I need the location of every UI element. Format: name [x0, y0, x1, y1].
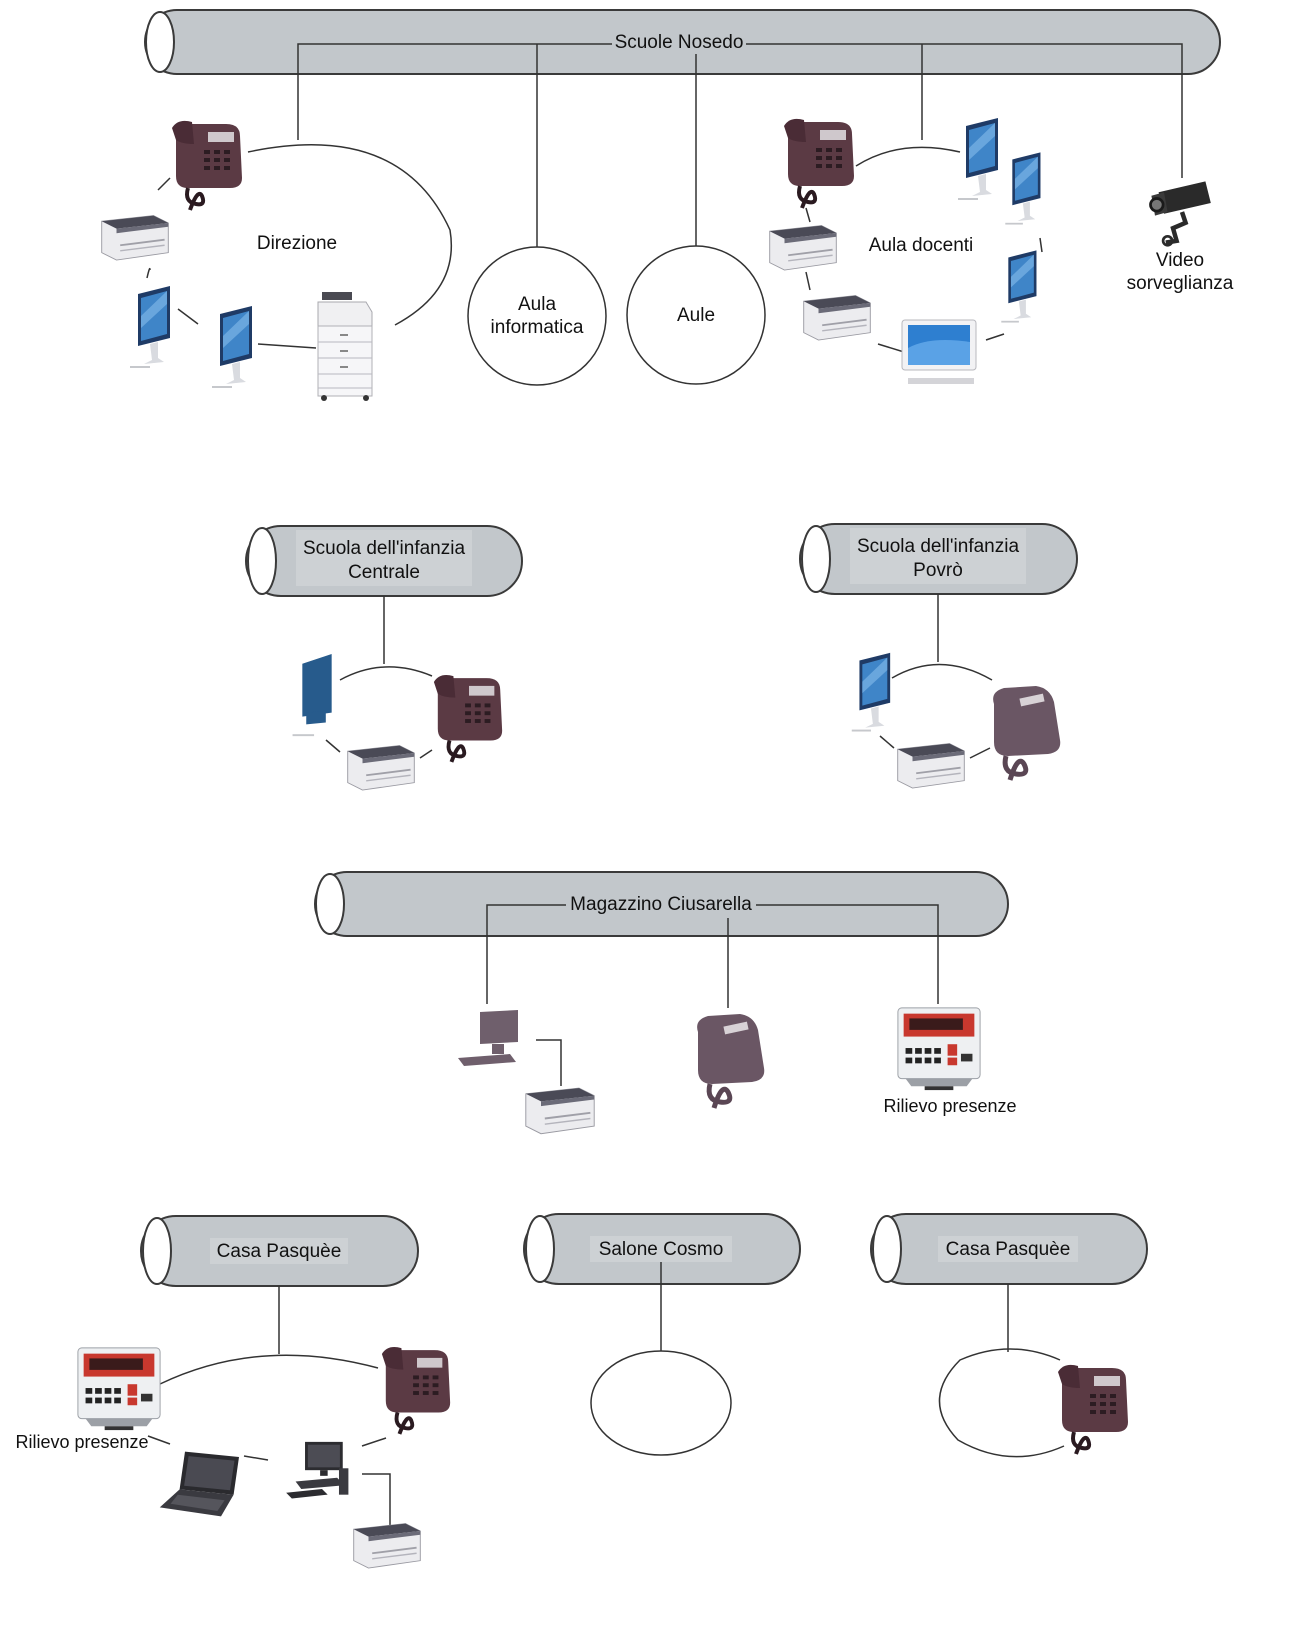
phone-icon [782, 116, 856, 210]
network-ciusarella: Magazzino Ciusarella Rilievo presenze [314, 871, 1017, 1135]
display-icon [901, 319, 977, 385]
pipe-label-povro-2: Povrò [913, 560, 963, 581]
printer-icon [768, 224, 838, 271]
printer-icon [346, 744, 416, 791]
area-pasquee-2 [938, 1348, 1065, 1458]
phone-icon [170, 118, 244, 212]
pipe-label-bg [210, 1238, 348, 1264]
phone-icon [993, 686, 1060, 780]
label-aula-docenti: Aula docenti [869, 235, 974, 256]
monitor-icon [958, 118, 998, 200]
printer-icon [524, 1087, 596, 1135]
pipe-label-pasquee-1: Casa Pasquèe [217, 1241, 342, 1262]
copier-icon [317, 292, 373, 402]
printer-icon [802, 294, 872, 341]
pipe-label-bg [612, 28, 746, 54]
printer-icon [352, 1522, 422, 1569]
printer-icon [896, 742, 966, 789]
pipe-label-bg [296, 530, 472, 586]
pipe-label-centrale-1: Scuola dell'infanzia [303, 538, 465, 559]
pipe-label-bg [850, 528, 1026, 584]
network-pasquee-2: Casa Pasquèe [870, 1213, 1148, 1458]
time-clock-icon [77, 1347, 161, 1431]
network-pasquee-1: Casa Pasquèe Rilievo presenze [15, 1215, 453, 1569]
network-cosmo: Salone Cosmo [523, 1213, 801, 1456]
pipe-label-nosedo: Scuole Nosedo [615, 32, 744, 53]
monitor-icon [212, 306, 252, 388]
group-video: Video sorveglianza [1127, 181, 1234, 294]
pipe-label-bg [938, 1236, 1078, 1262]
nosedo-links [297, 43, 1183, 248]
network-povro: Scuola dell'infanzia Povrò [799, 523, 1078, 789]
label-rilievo-pasquee: Rilievo presenze [15, 1432, 148, 1452]
laptop-icon [159, 1451, 239, 1517]
label-aula-informatica-1: Aula [518, 294, 556, 315]
label-video-2: sorveglianza [1127, 273, 1234, 294]
network-centrale: Scuola dell'infanzia Centrale [245, 525, 523, 791]
monitor-icon [1005, 152, 1041, 225]
time-clock-icon [897, 1007, 981, 1091]
workstation-icon [458, 1010, 518, 1066]
printer-icon [100, 214, 170, 261]
phone-icon [1056, 1362, 1130, 1456]
phone-icon [431, 673, 505, 764]
camera-icon [1151, 181, 1211, 245]
monitor-icon [130, 286, 170, 368]
phone-icon [697, 1014, 764, 1108]
pipe-label-centrale-2: Centrale [348, 562, 420, 583]
pipe-label-bg [566, 892, 756, 918]
label-aule: Aule [677, 305, 715, 326]
group-aula-docenti: Aula docenti [768, 116, 1043, 385]
monitor-icon [1001, 250, 1037, 323]
monitor-icon [851, 652, 891, 732]
group-aula-informatica: Aula informatica [467, 246, 607, 386]
label-direzione: Direzione [257, 233, 337, 254]
pipe-label-povro-1: Scuola dell'infanzia [857, 536, 1019, 557]
label-rilievo-ciusarella: Rilievo presenze [883, 1096, 1016, 1116]
monitor-icon [292, 654, 332, 737]
workstation-icon [286, 1441, 349, 1499]
pipe-label-bg [590, 1236, 732, 1262]
label-video-1: Video [1156, 250, 1204, 271]
group-direzione: Direzione [100, 118, 452, 402]
network-nosedo: Scuole Nosedo Direzione Aula informatica… [100, 9, 1234, 402]
phone-icon [379, 1345, 453, 1436]
pipe-label-cosmo: Salone Cosmo [599, 1239, 724, 1260]
pipe-label-pasquee-2: Casa Pasquèe [946, 1239, 1071, 1260]
group-aule: Aule [626, 245, 766, 385]
pipe-label-ciusarella: Magazzino Ciusarella [570, 894, 752, 915]
label-aula-informatica-2: informatica [491, 317, 584, 338]
area-cosmo [590, 1350, 732, 1456]
